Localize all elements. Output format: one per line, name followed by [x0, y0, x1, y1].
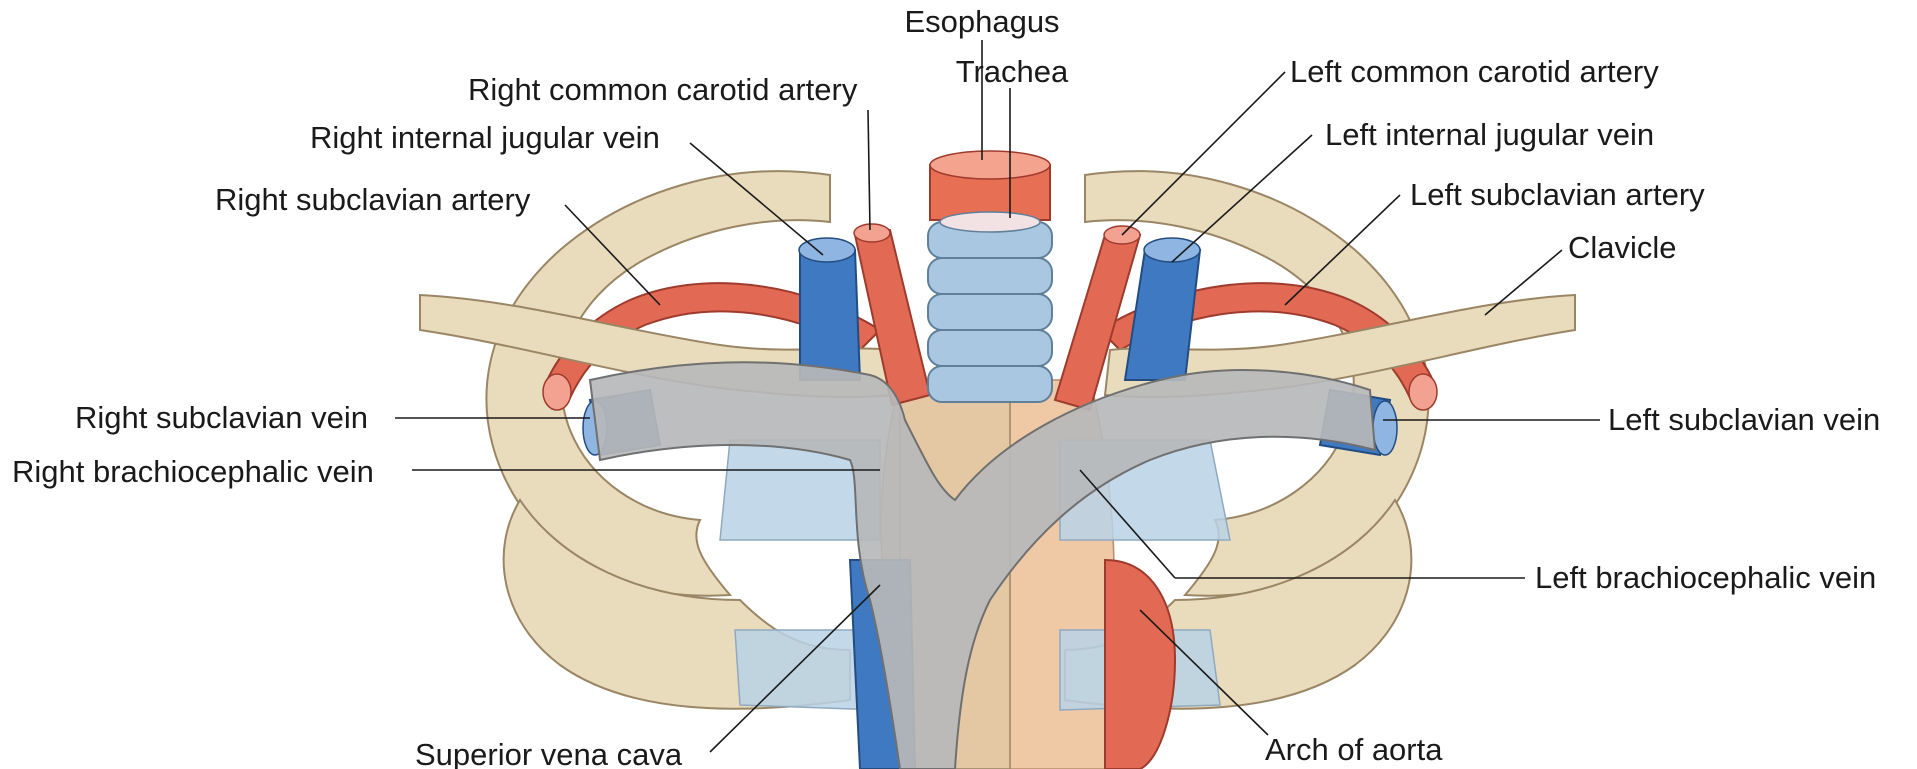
right-common-carotid-end — [854, 224, 890, 242]
label-left-common-carotid-artery: Left common carotid artery — [1290, 54, 1659, 89]
label-left-subclavian-artery: Left subclavian artery — [1410, 177, 1705, 212]
illustration — [420, 151, 1575, 769]
label-left-internal-jugular-vein: Left internal jugular vein — [1325, 117, 1654, 152]
label-left-subclavian-vein: Left subclavian vein — [1608, 402, 1880, 437]
left-subclavian-vein-end — [1373, 401, 1397, 455]
label-trachea: Trachea — [956, 54, 1069, 89]
right-internal-jugular-shape — [800, 250, 860, 380]
label-superior-vena-cava: Superior vena cava — [415, 737, 683, 769]
label-right-subclavian-artery: Right subclavian artery — [215, 182, 531, 217]
trachea-shape — [928, 212, 1052, 402]
left-internal-jugular-end — [1144, 238, 1200, 262]
arch-of-aorta-shape — [1105, 560, 1175, 769]
label-right-subclavian-vein: Right subclavian vein — [75, 400, 368, 435]
label-esophagus: Esophagus — [904, 4, 1059, 39]
label-right-brachiocephalic-vein: Right brachiocephalic vein — [12, 454, 374, 489]
left-subclavian-artery-end — [1409, 374, 1437, 410]
label-clavicle: Clavicle — [1568, 230, 1677, 265]
label-right-internal-jugular-vein: Right internal jugular vein — [310, 120, 660, 155]
label-right-common-carotid-artery: Right common carotid artery — [468, 72, 858, 107]
right-subclavian-artery-end — [543, 374, 571, 410]
label-left-brachiocephalic-vein: Left brachiocephalic vein — [1535, 560, 1876, 595]
esophagus-top — [930, 151, 1050, 179]
label-arch-of-aorta: Arch of aorta — [1265, 732, 1443, 767]
